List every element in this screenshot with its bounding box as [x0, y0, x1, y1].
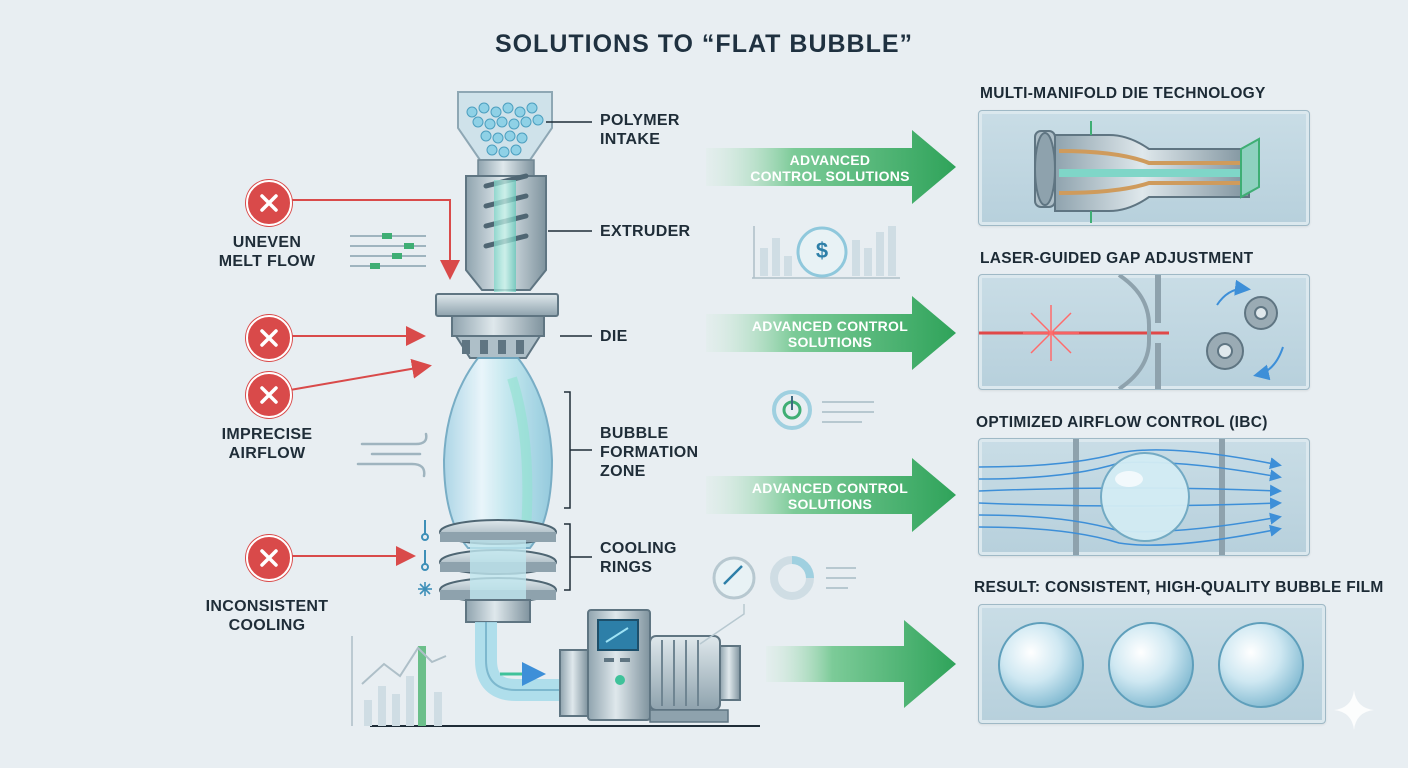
- slider-graphic: [350, 233, 426, 269]
- gauge-graphic: [699, 390, 874, 645]
- label-cooling-rings: COOLING RINGS: [600, 540, 677, 576]
- arrow-text-2: ADVANCED CONTROL SOLUTIONS: [751, 318, 909, 350]
- solution-title-1: MULTI-MANIFOLD DIE TECHNOLOGY: [980, 85, 1266, 102]
- hopper: [457, 91, 553, 161]
- trend-chart-graphic: [351, 636, 447, 726]
- stage-leader-lines: [546, 121, 592, 591]
- result-panel: [978, 604, 1326, 724]
- problem-label-melt-flow: UNEVEN MELT FLOW: [218, 234, 316, 270]
- dollar-sign: $: [815, 238, 829, 263]
- thermometer-icon: [421, 520, 429, 571]
- solution-panel-multi-manifold: [978, 110, 1310, 226]
- problem-label-airflow: IMPRECISE AIRFLOW: [221, 426, 313, 462]
- gear-icon: [1206, 296, 1278, 370]
- snowflake-icon: [418, 582, 432, 596]
- sparkle-icon: [1334, 690, 1374, 730]
- problem-x-icon-airflow: [246, 372, 292, 418]
- pump-control-unit: [370, 609, 760, 727]
- bar-chart-graphic: [752, 226, 900, 279]
- solution-arrows: [706, 130, 956, 708]
- cooling-rings: [439, 519, 557, 623]
- page-title: SOLUTIONS TO “FLAT BUBBLE”: [494, 30, 914, 58]
- label-bubble-formation-zone: BUBBLE FORMATION ZONE: [600, 425, 699, 480]
- result-bubble-2: [1108, 622, 1194, 708]
- problem-x-icon-melt-flow: [246, 180, 292, 226]
- arrow-text-3: ADVANCED CONTROL SOLUTIONS: [751, 480, 909, 512]
- arrow-text-1: ADVANCED CONTROL SOLUTIONS: [750, 152, 910, 184]
- solution-title-2: LASER-GUIDED GAP ADJUSTMENT: [980, 250, 1254, 267]
- problem-x-icon-cooling: [246, 535, 292, 581]
- label-extruder: EXTRUDER: [600, 223, 691, 240]
- laser-icon: [1023, 305, 1079, 361]
- dollar-icon: [796, 226, 848, 278]
- extruder-barrel: [465, 159, 547, 292]
- result-bubble-3: [1218, 622, 1304, 708]
- solution-title-4: RESULT: CONSISTENT, HIGH-QUALITY BUBBLE …: [974, 579, 1384, 596]
- label-die: DIE: [600, 328, 628, 345]
- solution-title-3: OPTIMIZED AIRFLOW CONTROL (IBC): [976, 414, 1268, 431]
- die-assembly: [435, 293, 559, 359]
- wind-icon: [356, 432, 428, 478]
- solution-panel-laser: [978, 274, 1310, 390]
- result-bubble-1: [998, 622, 1084, 708]
- label-polymer-intake: POLYMER INTAKE: [600, 112, 680, 148]
- problem-x-icon-die: [246, 315, 292, 361]
- solution-panel-airflow: [978, 438, 1310, 556]
- problem-arrows: [289, 199, 460, 566]
- problem-label-cooling: INCONSISTENT COOLING: [205, 598, 329, 634]
